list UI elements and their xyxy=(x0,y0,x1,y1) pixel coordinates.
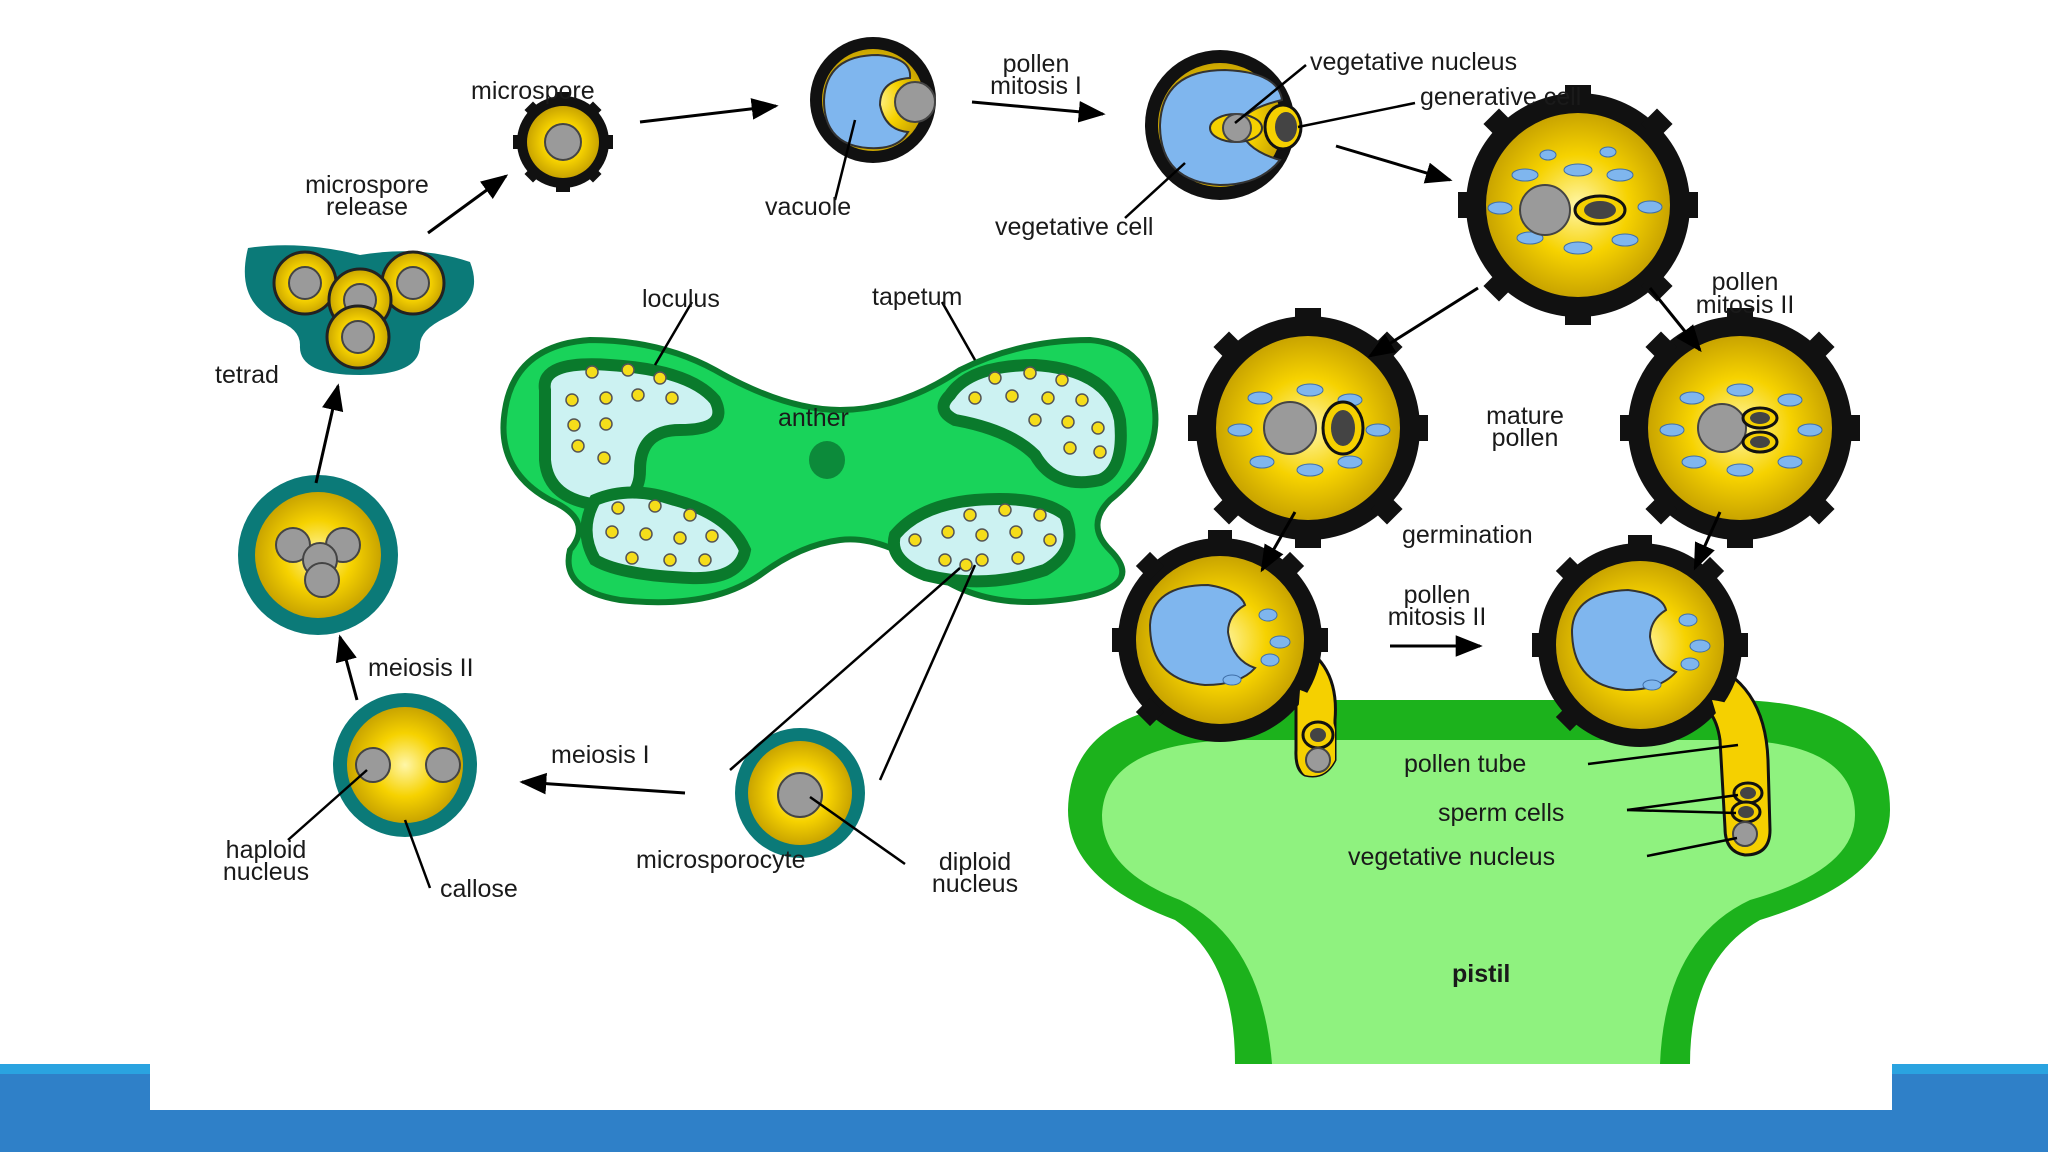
germinating-pollen-left xyxy=(1112,530,1337,778)
label-pollen-mitosis-i: pollen xyxy=(1003,50,1070,78)
tetrad-cells xyxy=(244,245,475,375)
label-pollen-mitosis-ii-right: mitosis II xyxy=(1696,291,1795,319)
label-vegetative-nucleus-top: vegetative nucleus xyxy=(1310,48,1517,76)
label-callose: callose xyxy=(440,875,518,903)
label-vegetative-cell: vegetative cell xyxy=(995,213,1153,241)
label-mature-pollen: mature xyxy=(1486,402,1564,430)
microsporocyte-cell xyxy=(735,728,865,858)
label-haploid-nucleus: nucleus xyxy=(223,858,309,886)
mature-pollen-tricellular xyxy=(1620,308,1860,548)
label-meiosis-i: meiosis I xyxy=(551,741,650,769)
label-pollen-mitosis-ii-right: pollen xyxy=(1712,268,1779,296)
dyad-cell xyxy=(333,693,477,837)
label-loculus: loculus xyxy=(642,285,720,313)
label-pollen-mitosis-ii-mid: pollen xyxy=(1404,581,1471,609)
label-germination: germination xyxy=(1402,521,1533,549)
arrows xyxy=(314,98,1722,795)
label-microspore-release: microspore xyxy=(305,171,429,199)
germinating-pollen-right xyxy=(1532,535,1772,857)
label-haploid-nucleus: haploid xyxy=(226,836,307,864)
footer-bar-left-highlight xyxy=(0,1064,150,1074)
label-tapetum: tapetum xyxy=(872,283,962,311)
label-diploid-nucleus: diploid xyxy=(939,848,1011,876)
label-pollen-mitosis-i: mitosis I xyxy=(990,72,1082,100)
label-pistil: pistil xyxy=(1452,960,1510,988)
label-vacuole: vacuole xyxy=(765,193,851,221)
label-pollen-tube: pollen tube xyxy=(1404,750,1526,778)
label-anther: anther xyxy=(778,404,849,432)
mature-pollen-bicellular xyxy=(1188,308,1428,548)
label-tetrad: tetrad xyxy=(215,361,279,389)
label-generative-cell: generative cell xyxy=(1420,83,1581,111)
bicellular-pollen-mature xyxy=(1458,85,1698,325)
pointer-lines xyxy=(287,64,1739,889)
label-microspore-release: release xyxy=(326,193,408,221)
footer-bar xyxy=(0,1110,2048,1152)
label-microsporocyte: microsporocyte xyxy=(636,846,806,874)
anther-cross-section xyxy=(500,336,1159,606)
label-sperm-cells: sperm cells xyxy=(1438,799,1564,827)
bicellular-pollen xyxy=(1145,50,1303,200)
microspore-cell xyxy=(513,92,613,192)
label-microspore: microspore xyxy=(471,77,595,105)
vacuolated-microspore xyxy=(810,37,936,163)
label-vegetative-nucleus-bottom: vegetative nucleus xyxy=(1348,843,1555,871)
label-mature-pollen: pollen xyxy=(1492,424,1559,452)
label-meiosis-ii: meiosis II xyxy=(368,654,474,682)
labels: microspore pollen mitosis I vegetative n… xyxy=(215,48,1794,988)
meiosis-ii-cell xyxy=(238,475,398,635)
label-pollen-mitosis-ii-mid: mitosis II xyxy=(1388,603,1487,631)
footer-bar-right-highlight xyxy=(1892,1064,2048,1074)
label-diploid-nucleus: nucleus xyxy=(932,870,1018,898)
pistil-shape xyxy=(1068,700,1890,1064)
